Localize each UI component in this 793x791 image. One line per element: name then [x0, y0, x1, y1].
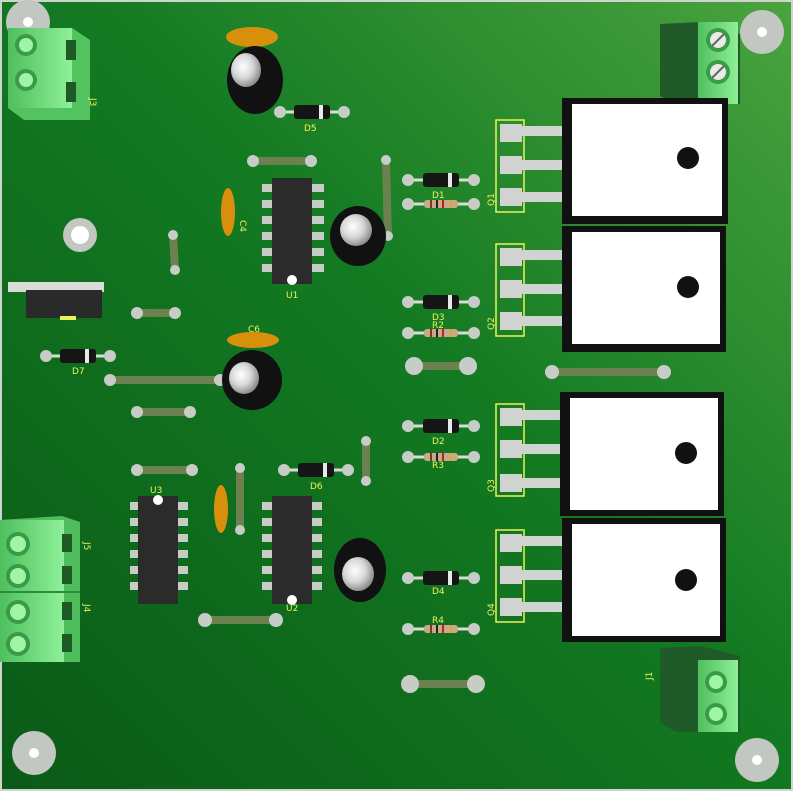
label-j1: J1 — [645, 672, 655, 681]
label-r4: R4 — [432, 616, 444, 626]
ic-u2: U2 — [262, 496, 322, 614]
label-d7: D7 — [72, 367, 85, 377]
label-j5: J5 — [81, 541, 91, 550]
label-u1: U1 — [286, 291, 298, 301]
terminal-block-j1: J1 — [645, 646, 740, 732]
label-r3: R3 — [432, 461, 444, 471]
mosfet-q1: Q1 — [487, 98, 728, 224]
label-j4: J4 — [81, 603, 91, 613]
ic-u3: U3 — [130, 486, 188, 604]
label-d6: D6 — [310, 482, 323, 492]
label-q1: Q1 — [487, 193, 497, 206]
label-q3: Q3 — [487, 479, 497, 492]
jumper-pads — [104, 155, 671, 693]
terminal-block-top-right — [660, 22, 740, 104]
mosfet-q3: Q3 — [487, 392, 724, 516]
label-d1: D1 — [432, 191, 445, 201]
voltage-regulator — [8, 282, 104, 320]
terminal-block-j5-j4: J5 J4 — [0, 516, 91, 662]
label-q4: Q4 — [487, 603, 497, 616]
label-d5: D5 — [304, 124, 317, 134]
jumper-wires — [106, 156, 668, 688]
ic-u1: U1 — [262, 178, 324, 301]
terminal-block-j3: J3 — [8, 28, 97, 120]
electrolytic-capacitors: C6 C4 — [214, 27, 386, 602]
label-d3: D3 — [432, 313, 445, 323]
resistors: R1 R2 R3 R4 — [402, 198, 480, 635]
label-c6: C6 — [248, 325, 260, 335]
label-u3: U3 — [150, 486, 162, 496]
mosfet-q4: Q4 — [487, 518, 726, 642]
label-r2: R2 — [432, 321, 444, 331]
label-q2: Q2 — [487, 317, 497, 330]
mosfet-q2: Q2 — [487, 226, 726, 352]
label-u2: U2 — [286, 604, 298, 614]
label-d4: D4 — [432, 587, 445, 597]
label-d2: D2 — [432, 437, 445, 447]
diodes: D5 D7 D6 D1 D3 D2 D4 — [40, 105, 480, 597]
label-j3: J3 — [87, 97, 97, 106]
label-c4: C4 — [237, 220, 247, 232]
